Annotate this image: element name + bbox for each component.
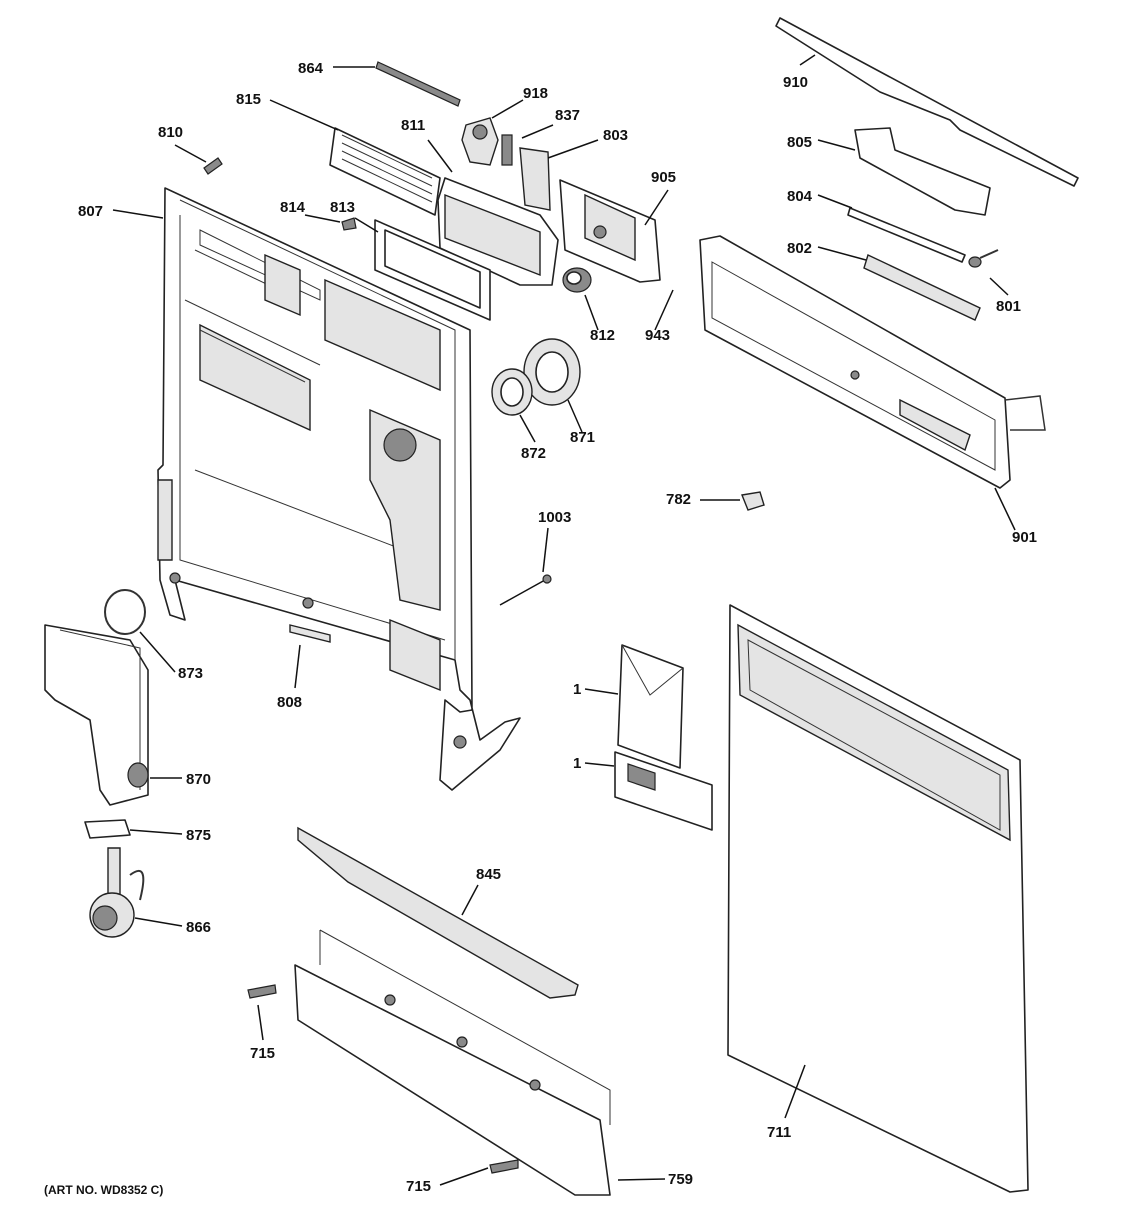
callout-871: 871 — [570, 429, 595, 446]
callout-875: 875 — [186, 827, 211, 844]
control-panel-901 — [699, 235, 1046, 489]
rail-910 — [775, 17, 1079, 187]
rings — [491, 338, 581, 416]
callout-1-label: 1 — [573, 755, 581, 772]
housing-811 — [437, 177, 559, 286]
board-905 — [559, 179, 661, 283]
callout-759: 759 — [668, 1171, 693, 1188]
callout-864: 864 — [298, 60, 324, 77]
callout-715-left: 715 — [250, 1045, 275, 1062]
callout-805: 805 — [787, 134, 812, 151]
callout-811: 811 — [401, 117, 425, 134]
inner-door-panel — [157, 187, 521, 791]
callout-803: 803 — [603, 127, 628, 144]
callout-837: 837 — [555, 107, 580, 124]
leader-lines — [112, 54, 1016, 1186]
callout-801: 801 — [996, 298, 1021, 315]
clip-782 — [741, 491, 765, 511]
callout-873: 873 — [178, 665, 203, 682]
callout-812: 812 — [590, 327, 615, 344]
bracket-805 — [854, 127, 991, 216]
callout-905: 905 — [651, 169, 676, 186]
clip-875 — [84, 819, 131, 839]
vent — [329, 127, 441, 216]
callout-845: 845 — [476, 866, 501, 883]
callout-802: 802 — [787, 240, 812, 257]
knob-812 — [562, 267, 592, 293]
callout-782: 782 — [666, 491, 691, 508]
callout-1-envelope: 1 — [573, 681, 581, 698]
callout-808: 808 — [277, 694, 302, 711]
callout-943: 943 — [645, 327, 670, 344]
callout-715-bottom: 715 — [406, 1178, 431, 1195]
valve-866 — [89, 847, 145, 938]
callout-872: 872 — [521, 445, 546, 462]
bar-864 — [375, 61, 461, 107]
callout-910: 910 — [783, 74, 808, 91]
screws-715 — [247, 984, 519, 1174]
callout-804: 804 — [787, 188, 813, 205]
callout-711: 711 — [767, 1124, 791, 1141]
cover-870 — [44, 589, 149, 806]
outer-door-711 — [727, 604, 1029, 1193]
callout-918: 918 — [523, 85, 548, 102]
callout-866: 866 — [186, 919, 211, 936]
callout-815: 815 — [236, 91, 261, 108]
callout-1003: 1003 — [538, 509, 571, 526]
small-screws — [203, 157, 357, 231]
art-number: (ART NO. WD8352 C) — [44, 1183, 163, 1197]
screw-1003 — [499, 574, 552, 606]
callout-901: 901 — [1012, 529, 1037, 546]
callout-810: 810 — [158, 124, 183, 141]
kickplate-759 — [294, 929, 611, 1196]
callout-807: 807 — [78, 203, 103, 220]
callout-870: 870 — [186, 771, 211, 788]
strip-845 — [297, 826, 579, 999]
handle-parts — [863, 249, 999, 321]
callout-labels: 864 918 837 803 815 811 810 905 807 814 … — [44, 60, 1037, 1197]
rod-804 — [847, 207, 966, 263]
small-components — [461, 117, 551, 211]
label-cards — [614, 644, 713, 831]
gasket-813 — [374, 219, 491, 321]
callout-814: 814 — [280, 199, 306, 216]
callout-813: 813 — [330, 199, 355, 216]
